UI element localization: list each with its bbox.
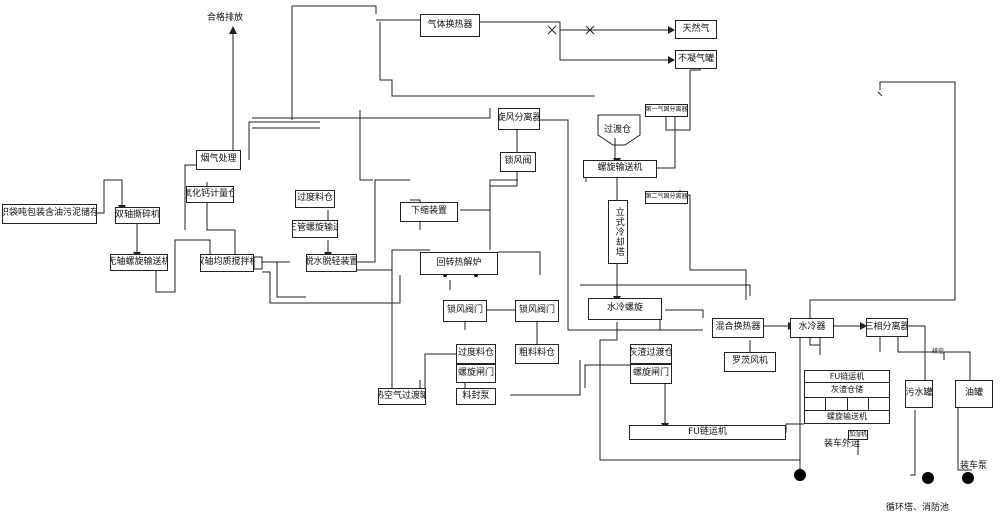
recycle-label: 循环塔、消防池 [886, 503, 950, 513]
airlock-door-2-box: 锁风阀门 [515, 300, 559, 322]
truck-out-label: 装车外运 [824, 439, 861, 449]
tiny-vent-label: 排空 [932, 348, 945, 355]
screw-slots [805, 398, 889, 411]
feed-pump-box: 料封泵 [456, 388, 496, 405]
flue-gas-box: 烟气处理 [196, 150, 241, 170]
storage-box: 编织袋吨包装含油污泥储存库 [2, 204, 97, 224]
coarse-bin-box: 粗料料仓 [515, 344, 559, 364]
tiny-box: 加湿机 [848, 430, 868, 440]
natural-gas-box: 天然气 [675, 20, 717, 39]
shaftless-conveyor-box: 无轴螺旋输送机 [110, 254, 168, 271]
oil-tank-box: 油罐 [955, 380, 993, 408]
ash-bin-hopper-label: 灰渣仓储 [805, 383, 889, 398]
screw-gate-2-box: 螺旋闸门 [630, 364, 672, 384]
screw-conveyor-2-label: 螺旋输送机 [827, 412, 867, 421]
water-cooler-box: 水冷器 [790, 318, 834, 338]
gas-sep-2-box: 第二气固分离器 [645, 191, 688, 204]
fu-chain-area: FU链运机 灰渣仓储 螺旋输送机 [804, 370, 890, 424]
three-phase-sep-box: 三相分离器 [866, 318, 908, 337]
airlock-valve-box: 锁风阀 [500, 152, 536, 172]
rotary-pyrolysis-box: 回转热解炉 [420, 252, 498, 275]
gas-sep-1-box: 第一气固分离器 [645, 104, 688, 117]
screw-conveyor-box: 螺旋输送机 [583, 160, 657, 178]
vertical-cooling-tower-box: 立式冷却塔 [608, 200, 628, 264]
truck-pump-label: 装车泵 [960, 461, 988, 471]
fu-chain-1-label: FU链运机 [805, 371, 889, 383]
mixer-box: 双轴均质搅拌机 [200, 254, 254, 272]
discharge-qualified-label: 合格排放 [207, 13, 244, 23]
ash-transition-bin-box: 灰渣过渡仓 [630, 344, 672, 364]
airlock-door-1-box: 锁风阀门 [443, 300, 487, 322]
screw-gate-1-box: 螺旋闸门 [456, 364, 496, 383]
dewater-box: 脱水脱轻装置 [306, 254, 357, 272]
cyclone-box: 旋风分离器 [498, 108, 540, 130]
cao-meter-box: 氧化钙计量仓 [186, 186, 234, 203]
noncondensable-tank-box: 不凝气罐 [675, 50, 717, 69]
transition-bin-3-box: 过度料仓 [456, 344, 496, 364]
transition-bin-2-label: 过渡仓 [604, 125, 632, 135]
transition-bin-1-box: 过度料仓 [295, 190, 335, 208]
discharge-device-box: 下缩装置 [400, 202, 458, 222]
mixing-heat-exchanger-box: 混合换热器 [712, 318, 764, 338]
shredder-box: 双轴撕碎机 [115, 207, 160, 224]
hot-air-tank-box: 热空气过渡罐 [378, 388, 426, 405]
ash-blower-box: 罗茨风机 [724, 352, 776, 372]
gas-heat-exchanger-box: 气体换热器 [420, 14, 480, 37]
wastewater-tank-box: 污水罐 [905, 380, 933, 408]
triple-screw-box: 三管螺旋输送 [292, 220, 338, 238]
fu-chain-2-box: FU链运机 [629, 425, 786, 440]
water-cooled-screw-box: 水冷螺旋 [588, 298, 662, 320]
